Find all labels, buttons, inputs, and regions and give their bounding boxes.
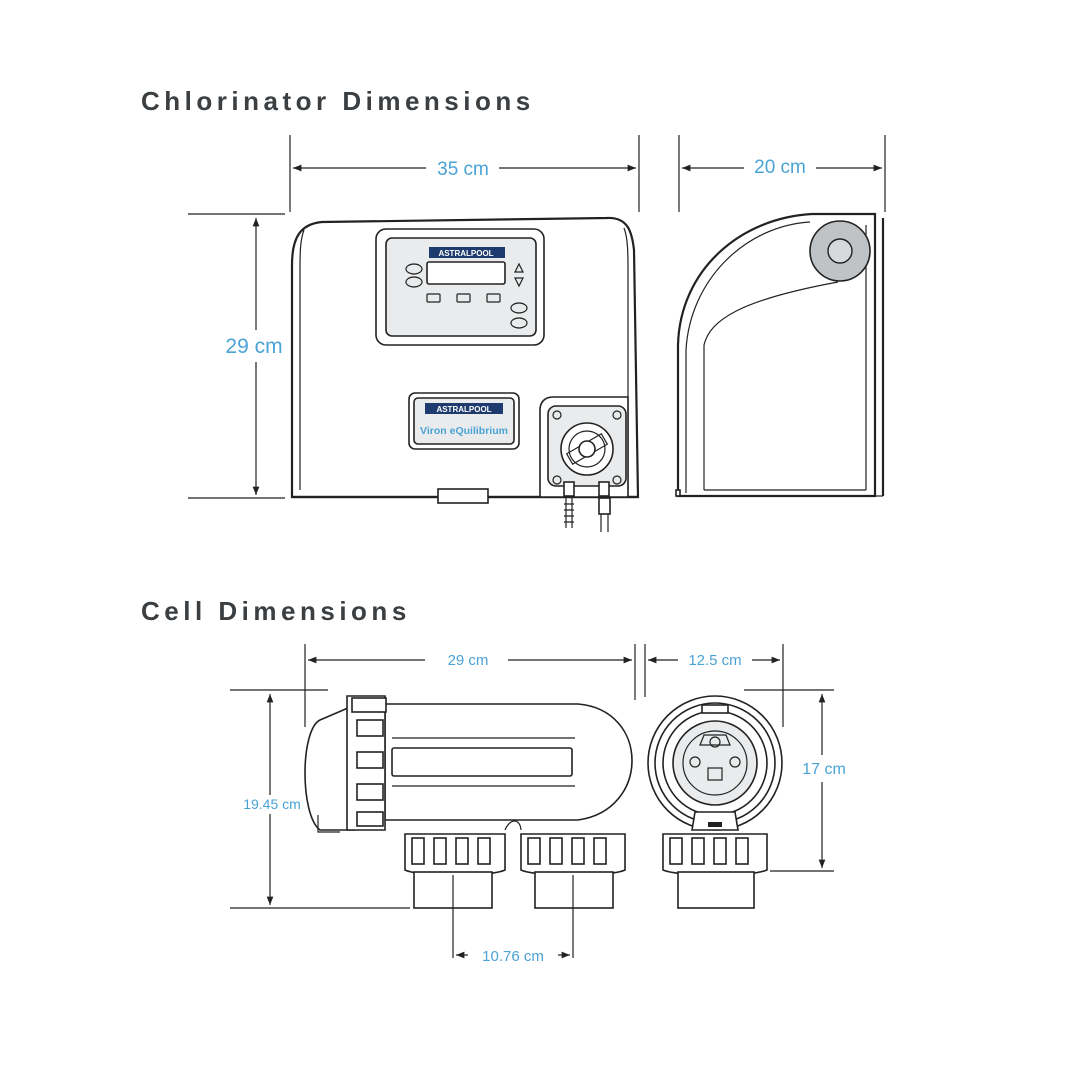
chlorinator-height-label: 29 cm	[225, 335, 282, 358]
cell-length-label: 29 cm	[448, 652, 489, 669]
panel-button-icon	[510, 317, 528, 329]
chlorinator-dimensions-title: Chlorinator Dimensions	[141, 86, 535, 116]
panel-brand-badge	[429, 247, 505, 258]
up-arrow-icon	[514, 262, 524, 273]
cell-height-label: 19.45 cm	[243, 796, 301, 812]
chlorinator-side-view: 20 cm	[675, 135, 886, 498]
port-spacing-label: 10.76 cm	[482, 948, 544, 965]
down-arrow-icon	[514, 277, 524, 288]
chlorinator-depth-label: 20 cm	[754, 157, 806, 178]
cell-end-view: 12.5 cm 17 cm	[644, 644, 846, 909]
panel-button-icon	[456, 293, 471, 303]
panel-brand-label: ASTRALPOOL	[438, 249, 493, 258]
panel-button-icon	[486, 293, 501, 303]
panel-button-icon	[510, 302, 528, 314]
panel-button-icon	[426, 293, 441, 303]
chlorinator-width-label: 35 cm	[437, 159, 489, 180]
cell-side-height-label: 17 cm	[802, 761, 846, 778]
product-name-label: Viron eQuilibrium	[420, 425, 508, 437]
chlorinator-front-view: 35 cm 29 cm ASTRALPOOL ASTRALPOOL V	[188, 135, 640, 532]
label-brand-label: ASTRALPOOL	[436, 405, 491, 414]
label-brand-badge	[425, 403, 503, 414]
cell-dimensions-title: Cell Dimensions	[141, 596, 411, 626]
cell-side-view: 29 cm 19.45 cm	[230, 644, 636, 965]
cell-width-label: 12.5 cm	[688, 652, 741, 669]
panel-button-icon	[405, 276, 423, 288]
panel-button-icon	[405, 263, 423, 275]
